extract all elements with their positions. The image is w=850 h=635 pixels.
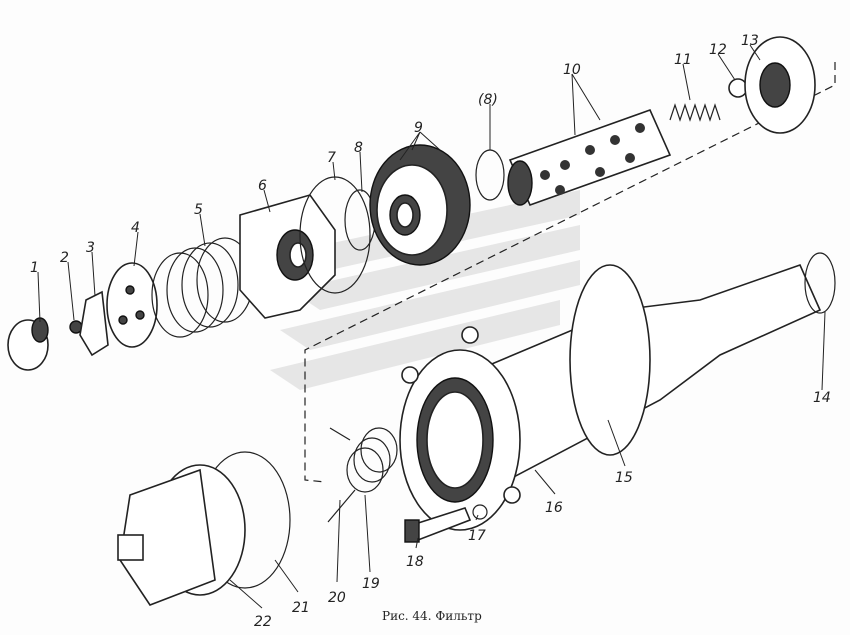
part-4-plate <box>106 262 158 348</box>
part-19-spring <box>346 427 398 493</box>
part-label-8: 8 <box>354 140 363 156</box>
figure-caption: Рис. 44. Фильтр <box>382 609 482 623</box>
part-label-15: 15 <box>615 470 633 486</box>
part-label-16: 16 <box>545 500 563 516</box>
part-label-20: 20 <box>328 590 346 606</box>
part-label-11: 11 <box>674 52 692 68</box>
part-label-2: 2 <box>60 250 69 266</box>
part-label-1: 1 <box>30 260 39 276</box>
part-10-strainer-tube <box>507 108 672 207</box>
assembly-axis-line <box>304 62 836 483</box>
part-11-spring <box>669 103 721 122</box>
part-label-22: 22 <box>254 614 272 630</box>
part-6-cover <box>239 194 336 319</box>
part-label-10: 10 <box>563 62 581 78</box>
part-label-17: 17 <box>468 528 486 544</box>
part-label-7: 7 <box>327 150 336 166</box>
part-label-21: 21 <box>292 600 310 616</box>
part-label-18: 18 <box>406 554 424 570</box>
part-label-13: 13 <box>741 33 759 49</box>
part-13-valve-seat <box>744 36 816 134</box>
part-label-12: 12 <box>709 42 727 58</box>
part-label-5: 5 <box>194 202 203 218</box>
watermark-logo <box>270 190 580 390</box>
part-label-4: 4 <box>131 220 140 236</box>
part-label-3: 3 <box>86 240 95 256</box>
part-label-9: 9 <box>414 120 423 136</box>
part-label-8-second: (8) <box>478 92 498 108</box>
part-1-knob <box>7 317 49 371</box>
part-label-19: 19 <box>362 576 380 592</box>
leader-lines <box>37 44 826 609</box>
part-17-washer <box>472 504 488 520</box>
part-22-cap <box>117 464 246 606</box>
part-9-filter-discs <box>369 144 471 266</box>
part-label-6: 6 <box>258 178 267 194</box>
part-3-bracket <box>79 290 109 357</box>
part-20-spring-hook <box>327 427 356 523</box>
part-15-filter-body <box>399 264 822 531</box>
part-14-o-ring <box>804 252 836 314</box>
part-8-ring-second <box>475 149 505 201</box>
part-label-14: 14 <box>813 390 831 406</box>
part-5-spring <box>151 237 254 338</box>
part-18-bolt <box>404 507 472 543</box>
part-labels: 1 2 3 4 5 6 7 8 9 (8) 10 11 12 13 14 15 … <box>30 33 831 630</box>
